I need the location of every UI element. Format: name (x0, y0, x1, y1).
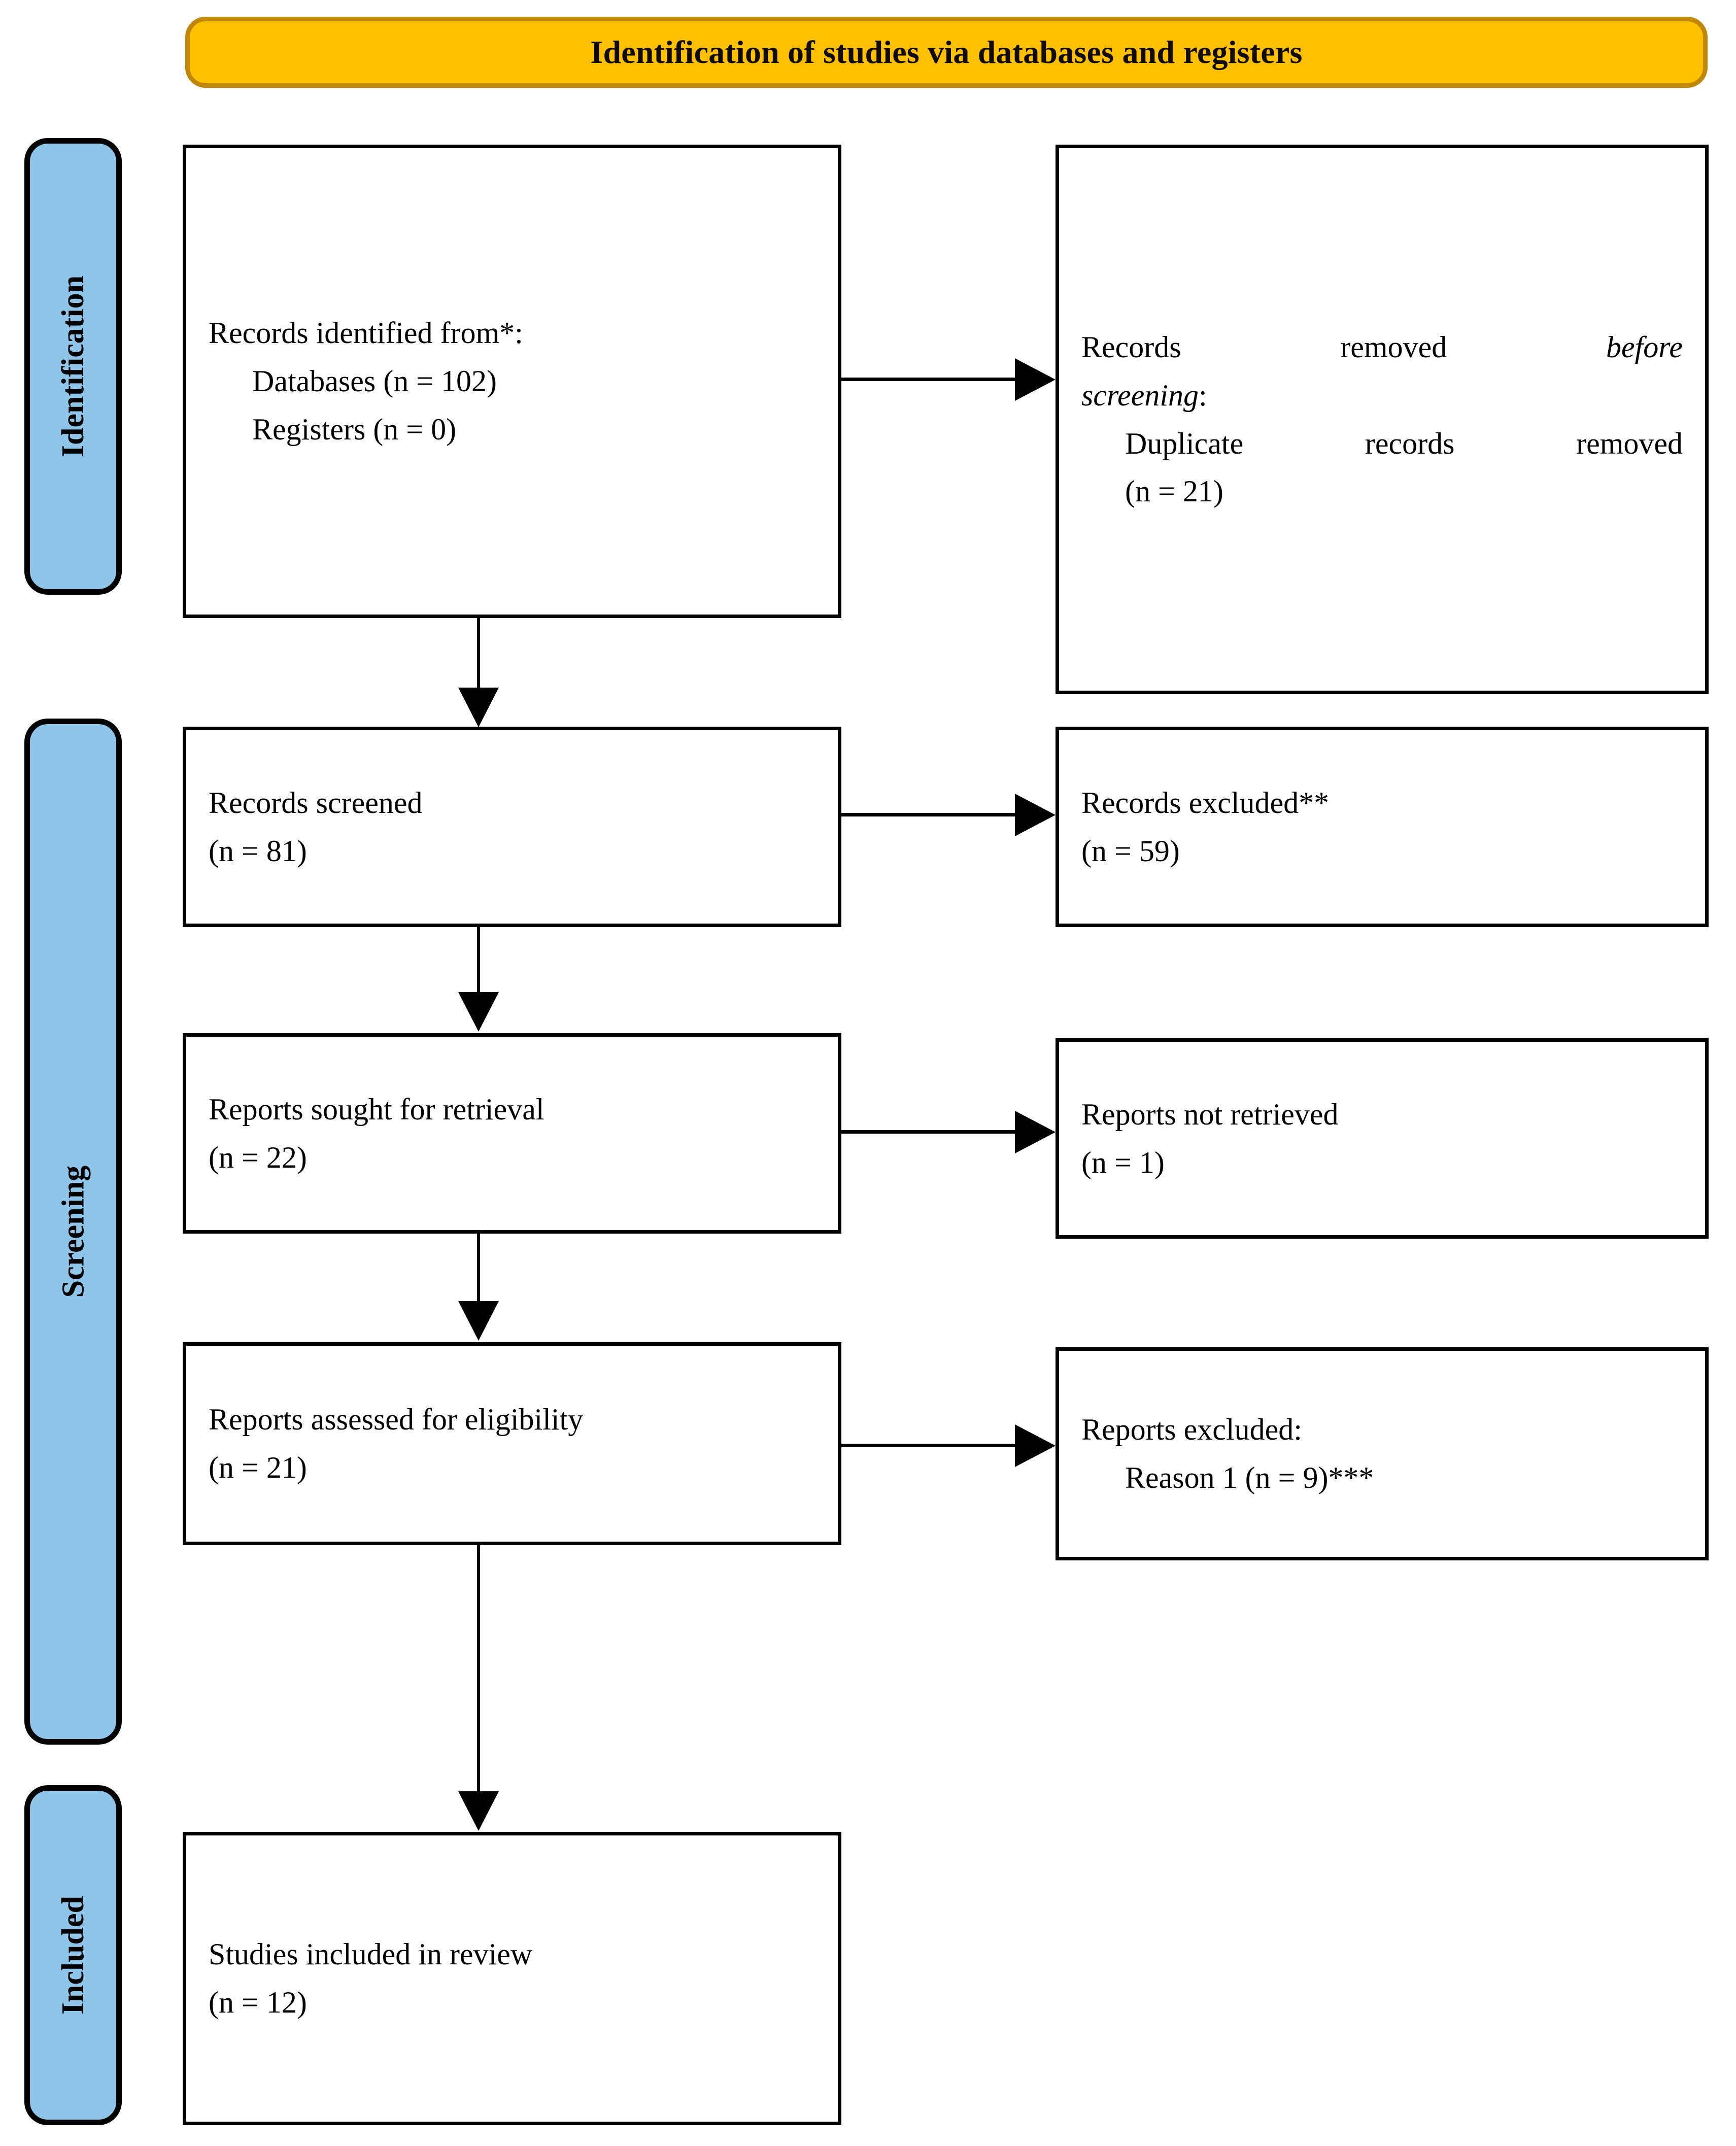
box-records-screened: Records screened (n = 81) (183, 727, 841, 927)
records-removed-emphasis-before: before (1606, 330, 1683, 364)
stage-label-included-text: Included (56, 1895, 91, 2015)
connector-screened-to-sought-arrowhead (458, 992, 499, 1032)
connector-identified-to-removed-line (841, 378, 1016, 381)
records-removed-line-1: Records removed before (1081, 323, 1683, 371)
records-identified-line-3: Registers (n = 0) (252, 412, 457, 446)
box-reports-sought: Reports sought for retrieval (n = 22) (183, 1033, 841, 1234)
box-reports-assessed: Reports assessed for eligibility (n = 21… (183, 1342, 841, 1545)
box-records-removed: Records removed before screening: Duplic… (1056, 145, 1709, 694)
records-excluded-line-1: Records excluded** (1081, 786, 1330, 820)
records-removed-line-2-colon: : (1199, 378, 1207, 412)
box-reports-excluded: Reports excluded: Reason 1 (n = 9)*** (1056, 1347, 1709, 1560)
connector-assessed-to-excluded-arrowhead (1015, 1424, 1056, 1467)
records-removed-line-2: screening: (1081, 371, 1683, 420)
records-removed-line-4: (n = 21) (1125, 474, 1223, 508)
box-studies-included: Studies included in review (n = 12) (183, 1832, 841, 2125)
reports-assessed-line-1: Reports assessed for eligibility (209, 1403, 584, 1437)
box-records-excluded: Records excluded** (n = 59) (1056, 727, 1709, 927)
records-removed-line-3: Duplicate records removed (1125, 426, 1683, 460)
connector-screened-to-sought-line (477, 927, 480, 998)
connector-identified-to-screened-arrowhead (458, 688, 499, 727)
phase-banner-title: Identification of studies via databases … (590, 34, 1303, 70)
reports-not-retrieved-line-2: (n = 1) (1081, 1145, 1165, 1179)
connector-sought-to-assessed-line (477, 1234, 480, 1307)
records-identified-line-1: Records identified from*: (209, 316, 523, 350)
stage-label-identification: Identification (24, 138, 122, 595)
connector-identified-to-screened-line (477, 618, 480, 694)
connector-sought-to-assessed-arrowhead (458, 1301, 499, 1341)
reports-sought-line-1: Reports sought for retrieval (209, 1092, 544, 1126)
stage-label-screening: Screening (24, 719, 122, 1745)
connector-assessed-to-included-line (477, 1545, 480, 1799)
reports-assessed-line-2: (n = 21) (209, 1451, 307, 1484)
records-excluded-line-2: (n = 59) (1081, 834, 1180, 868)
box-records-identified: Records identified from*: Databases (n =… (183, 145, 841, 618)
box-reports-not-retrieved: Reports not retrieved (n = 1) (1056, 1038, 1709, 1239)
connector-screened-to-excluded-line (841, 813, 1016, 816)
reports-not-retrieved-line-1: Reports not retrieved (1081, 1097, 1339, 1131)
records-identified-line-2: Databases (n = 102) (252, 364, 497, 398)
connector-screened-to-excluded-arrowhead (1015, 794, 1056, 836)
records-removed-emphasis-screening: screening (1081, 378, 1199, 412)
studies-included-line-1: Studies included in review (209, 1937, 533, 1971)
connector-identified-to-removed-arrowhead (1015, 358, 1056, 401)
records-screened-line-2: (n = 81) (209, 834, 307, 868)
connector-sought-to-not-retrieved-line (841, 1130, 1016, 1134)
reports-excluded-line-1: Reports excluded: (1081, 1413, 1302, 1447)
reports-sought-line-2: (n = 22) (209, 1140, 307, 1174)
stage-label-identification-text: Identification (56, 275, 91, 458)
connector-sought-to-not-retrieved-arrowhead (1015, 1111, 1056, 1153)
connector-assessed-to-included-arrowhead (458, 1791, 499, 1831)
records-removed-line-1-text: Records removed (1081, 330, 1606, 364)
connector-assessed-to-excluded-line (841, 1444, 1016, 1447)
phase-banner-identification: Identification of studies via databases … (185, 17, 1708, 88)
studies-included-line-2: (n = 12) (209, 1986, 307, 2019)
records-screened-line-1: Records screened (209, 786, 423, 820)
stage-label-included: Included (24, 1785, 122, 2125)
reports-excluded-line-2: Reason 1 (n = 9)*** (1125, 1461, 1374, 1494)
stage-label-screening-text: Screening (56, 1165, 90, 1298)
